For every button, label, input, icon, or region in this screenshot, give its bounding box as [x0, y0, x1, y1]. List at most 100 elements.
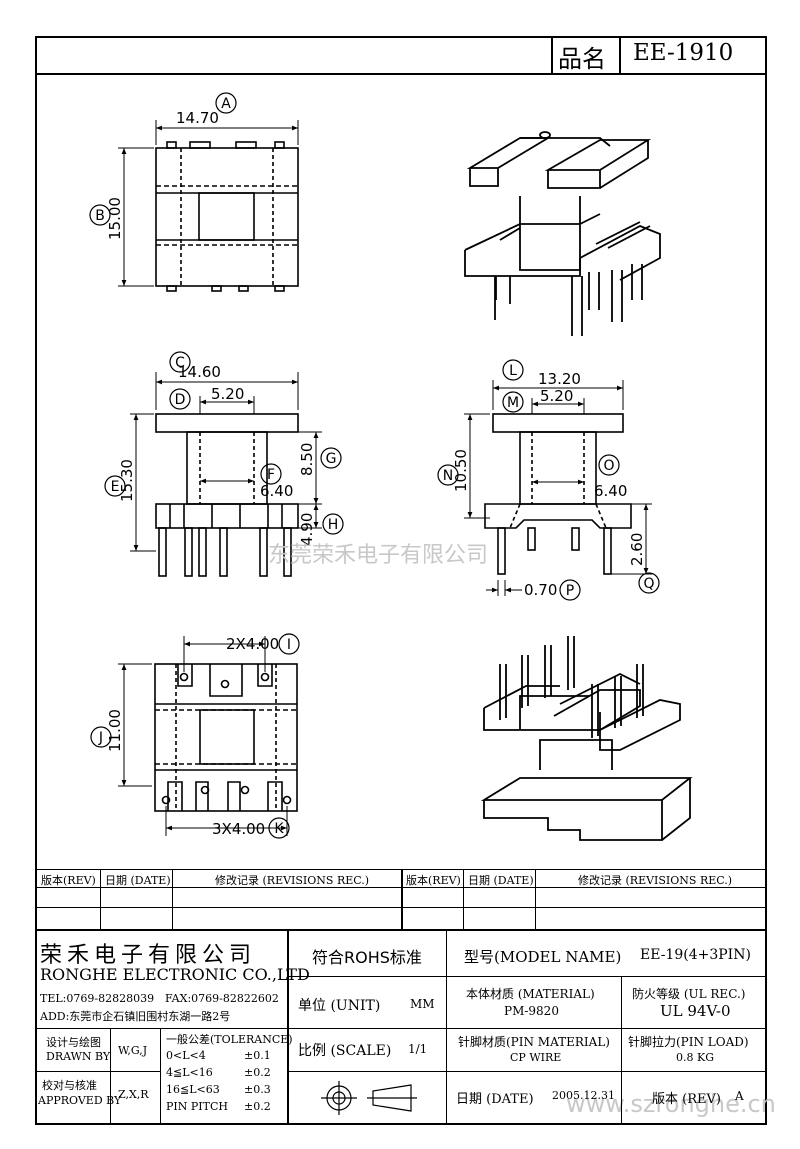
rev-col-line	[172, 869, 173, 929]
rohs-label: 符合ROHS标准	[312, 948, 422, 967]
product-name-label: 品名	[558, 45, 606, 73]
pin-load-label: 针脚拉力(PIN LOAD)	[628, 1035, 749, 1049]
drawn-by-en: DRAWN BY	[46, 1050, 111, 1063]
marker-n: N	[437, 464, 459, 486]
model-label: 型号(MODEL NAME)	[464, 948, 622, 966]
info-row-line	[287, 1071, 767, 1072]
drawn-by-cn: 设计与绘图	[46, 1036, 101, 1049]
svg-text:N: N	[443, 468, 453, 484]
date-header: 日期 (DATE)	[468, 874, 534, 887]
iso-view-top	[464, 131, 661, 336]
product-name-value: EE-1910	[633, 40, 734, 66]
marker-m: M	[502, 391, 524, 413]
marker-g: G	[320, 447, 342, 469]
marker-i: I	[278, 633, 300, 655]
svg-text:A: A	[221, 96, 231, 112]
dim-p: 0.70	[524, 581, 557, 599]
tolerance-range: PIN PITCH	[166, 1100, 228, 1113]
info-row-line	[287, 1028, 767, 1029]
tolerance-range: 16≦L<63	[166, 1083, 220, 1096]
marker-f: F	[260, 463, 282, 485]
watermark-url: www.szronghe.cn	[566, 1090, 776, 1118]
info-row-line	[287, 976, 767, 977]
rev-table-line	[35, 929, 767, 931]
drawing-frame	[35, 36, 767, 1125]
marker-k: K	[268, 817, 290, 839]
company-tel: TEL:0769-82828039	[40, 992, 155, 1005]
fire-label: 防火等级 (UL REC.)	[632, 987, 746, 1001]
dim-k: 3X4.00	[212, 820, 265, 838]
svg-text:J: J	[98, 730, 103, 746]
tolerance-value: ±0.2	[244, 1066, 271, 1079]
date-value: 2005.12.31	[552, 1089, 615, 1102]
tolerance-title: 一般公差(TOLERANCE)	[166, 1033, 293, 1046]
svg-text:I: I	[287, 637, 291, 653]
marker-p: P	[559, 579, 581, 601]
date-header: 日期 (DATE)	[105, 874, 171, 887]
svg-text:C: C	[175, 355, 185, 371]
svg-text:B: B	[95, 208, 105, 224]
iso-view-bottom	[480, 636, 693, 841]
approved-by-value: Z,X,R	[118, 1088, 149, 1101]
approved-by-en: APPROVED BY	[38, 1094, 122, 1107]
info-row-line	[35, 1028, 287, 1029]
company-name-en: RONGHE ELECTRONIC CO.,LTD	[40, 965, 310, 984]
svg-text:E: E	[111, 479, 120, 495]
marker-j: J	[90, 726, 112, 748]
tolerance-value: ±0.3	[244, 1083, 271, 1096]
company-fax: FAX:0769-82822602	[165, 992, 279, 1005]
company-name-cn: 荣禾电子有限公司	[40, 943, 257, 968]
marker-c: C	[169, 351, 191, 373]
dim-b: 15.00	[106, 197, 124, 240]
rev-col-line	[401, 869, 403, 929]
info-row-line	[35, 1071, 160, 1072]
dim-i: 2X4.00	[226, 635, 279, 653]
drawn-by-value: W,G,J	[118, 1044, 148, 1057]
marker-h: H	[322, 513, 344, 535]
date-label: 日期 (DATE)	[456, 1092, 534, 1107]
scale-value: 1/1	[408, 1042, 428, 1056]
dim-f: 6.40	[260, 482, 293, 500]
pin-load-value: 0.8 KG	[676, 1051, 714, 1064]
dim-q: 2.60	[628, 533, 646, 566]
top-view	[118, 120, 299, 292]
engineering-drawing: 14.70 15.00 14.60 5.20 15.30 6.40 8.50 4…	[89, 92, 693, 841]
rev-header: 版本(REV)	[41, 874, 96, 887]
svg-text:H: H	[328, 517, 339, 533]
pin-material-label: 针脚材质(PIN MATERIAL)	[458, 1035, 610, 1049]
marker-e: E	[104, 475, 126, 497]
tolerance-range: 0<L<4	[166, 1049, 206, 1062]
rev-col-line	[535, 869, 536, 929]
approved-by-cn: 校对与核准	[42, 1079, 97, 1092]
dim-l: 13.20	[538, 370, 581, 388]
material-label: 本体材质 (MATERIAL)	[466, 987, 595, 1001]
rev-col-line	[463, 869, 464, 929]
marker-b: B	[89, 204, 111, 226]
svg-text:F: F	[267, 467, 275, 483]
marker-l: L	[502, 359, 524, 381]
projection-symbol-icon	[321, 1081, 417, 1115]
dim-m: 5.20	[540, 387, 573, 405]
dim-e: 15.30	[118, 459, 136, 502]
info-col-line	[160, 1028, 161, 1125]
title-divider	[551, 36, 553, 73]
marker-q: Q	[638, 572, 660, 594]
tolerance-value: ±0.1	[244, 1049, 271, 1062]
material-value: PM-9820	[504, 1004, 559, 1018]
svg-text:Q: Q	[643, 576, 654, 592]
dim-n: 10.50	[452, 449, 470, 492]
tolerance-value: ±0.2	[244, 1100, 271, 1113]
front-view	[130, 372, 322, 577]
marker-o: O	[598, 454, 620, 476]
svg-text:O: O	[603, 458, 614, 474]
rev-header: 版本(REV)	[406, 874, 461, 887]
svg-text:L: L	[509, 363, 517, 379]
svg-text:M: M	[507, 395, 519, 411]
dim-o: 6.40	[594, 482, 627, 500]
rev-col-line	[100, 869, 101, 929]
marker-d: D	[169, 388, 191, 410]
scale-label: 比例 (SCALE)	[298, 1043, 392, 1059]
unit-label: 单位 (UNIT)	[298, 998, 381, 1014]
company-address: ADD:东莞市企石镇旧围村东湖一路2号	[40, 1010, 231, 1023]
marker-a: A	[215, 92, 237, 114]
